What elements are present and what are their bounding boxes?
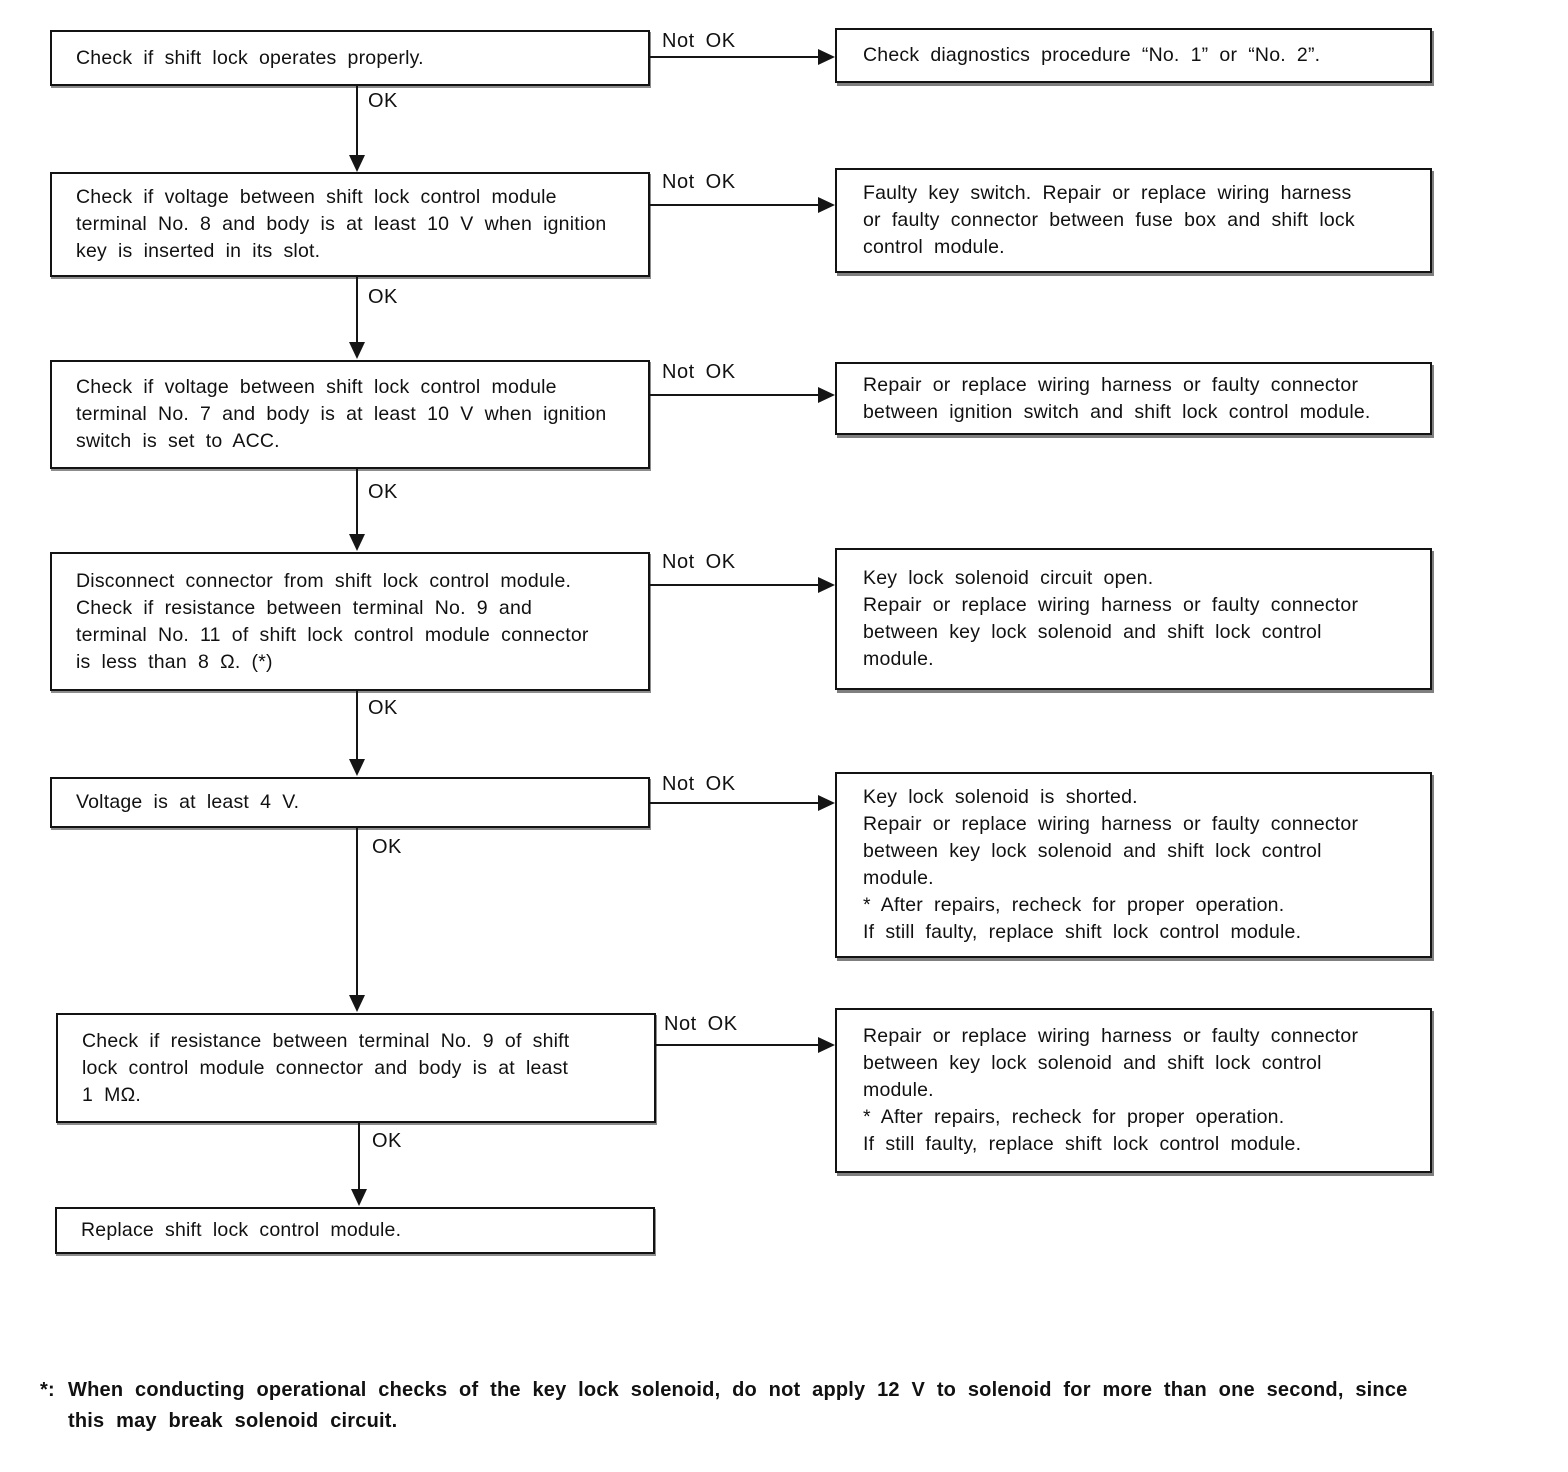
not-ok-connector-1 <box>650 56 818 58</box>
ok-label-4: OK <box>368 697 398 719</box>
fail-box-1-text: Check diagnostics procedure “No. 1” or “… <box>863 44 1321 66</box>
fail-box-2: Faulty key switch. Repair or replace wir… <box>835 168 1432 273</box>
right-arrowhead-6 <box>818 1037 835 1053</box>
right-arrowhead-2 <box>818 197 835 213</box>
down-arrowhead-5 <box>349 995 365 1012</box>
final-box: Replace shift lock control module. <box>55 1207 655 1254</box>
check-box-6-text: Check if resistance between terminal No.… <box>82 1029 570 1106</box>
ok-connector-4 <box>356 691 358 759</box>
ok-connector-2 <box>356 277 358 342</box>
ok-label-3: OK <box>368 481 398 503</box>
check-box-5-text: Voltage is at least 4 V. <box>76 791 300 813</box>
right-arrowhead-1 <box>818 49 835 65</box>
ok-connector-1 <box>356 86 358 155</box>
footnote: *: When conducting operational checks of… <box>40 1375 1500 1437</box>
down-arrowhead-2 <box>349 342 365 359</box>
check-box-2-text: Check if voltage between shift lock cont… <box>76 186 607 262</box>
check-box-5: Voltage is at least 4 V. <box>50 777 650 828</box>
down-arrowhead-1 <box>349 155 365 172</box>
check-box-4: Disconnect connector from shift lock con… <box>50 552 650 691</box>
right-arrowhead-4 <box>818 577 835 593</box>
fail-box-4-text: Key lock solenoid circuit open. Repair o… <box>863 567 1359 670</box>
fail-box-3-text: Repair or replace wiring harness or faul… <box>863 373 1371 423</box>
fail-box-5-text: Key lock solenoid is shorted. Repair or … <box>863 786 1359 943</box>
down-arrowhead-6 <box>351 1189 367 1206</box>
down-arrowhead-3 <box>349 534 365 551</box>
not-ok-connector-5 <box>650 802 818 804</box>
ok-label-6: OK <box>372 1130 402 1152</box>
ok-connector-5 <box>356 828 358 995</box>
ok-label-2: OK <box>368 286 398 308</box>
check-box-3: Check if voltage between shift lock cont… <box>50 360 650 469</box>
not-ok-label-1: Not OK <box>662 30 736 52</box>
not-ok-connector-4 <box>650 584 818 586</box>
fail-box-5: Key lock solenoid is shorted. Repair or … <box>835 772 1432 958</box>
right-arrowhead-5 <box>818 795 835 811</box>
right-arrowhead-3 <box>818 387 835 403</box>
ok-label-1: OK <box>368 90 398 112</box>
fail-box-4: Key lock solenoid circuit open. Repair o… <box>835 548 1432 690</box>
final-box-text: Replace shift lock control module. <box>81 1219 402 1241</box>
down-arrowhead-4 <box>349 759 365 776</box>
ok-connector-6 <box>358 1123 360 1189</box>
not-ok-label-2: Not OK <box>662 171 736 193</box>
not-ok-connector-6 <box>656 1044 818 1046</box>
fail-box-1: Check diagnostics procedure “No. 1” or “… <box>835 28 1432 83</box>
ok-connector-3 <box>356 469 358 534</box>
check-box-2: Check if voltage between shift lock cont… <box>50 172 650 277</box>
not-ok-label-4: Not OK <box>662 551 736 573</box>
not-ok-label-5: Not OK <box>662 773 736 795</box>
not-ok-label-6: Not OK <box>664 1013 738 1035</box>
fail-box-3: Repair or replace wiring harness or faul… <box>835 362 1432 435</box>
check-box-4-text: Disconnect connector from shift lock con… <box>76 569 589 673</box>
not-ok-connector-3 <box>650 394 818 396</box>
check-box-1-text: Check if shift lock operates properly. <box>76 46 424 69</box>
check-box-6: Check if resistance between terminal No.… <box>56 1013 656 1123</box>
check-box-3-text: Check if voltage between shift lock cont… <box>76 376 607 452</box>
not-ok-connector-2 <box>650 204 818 206</box>
fail-box-6-text: Repair or replace wiring harness or faul… <box>863 1025 1359 1155</box>
check-box-1: Check if shift lock operates properly. <box>50 30 650 86</box>
not-ok-label-3: Not OK <box>662 361 736 383</box>
footnote-marker: *: <box>40 1379 55 1401</box>
footnote-text: When conducting operational checks of th… <box>68 1379 1408 1432</box>
ok-label-5: OK <box>372 836 402 858</box>
fail-box-6: Repair or replace wiring harness or faul… <box>835 1008 1432 1173</box>
fail-box-2-text: Faulty key switch. Repair or replace wir… <box>863 182 1355 258</box>
